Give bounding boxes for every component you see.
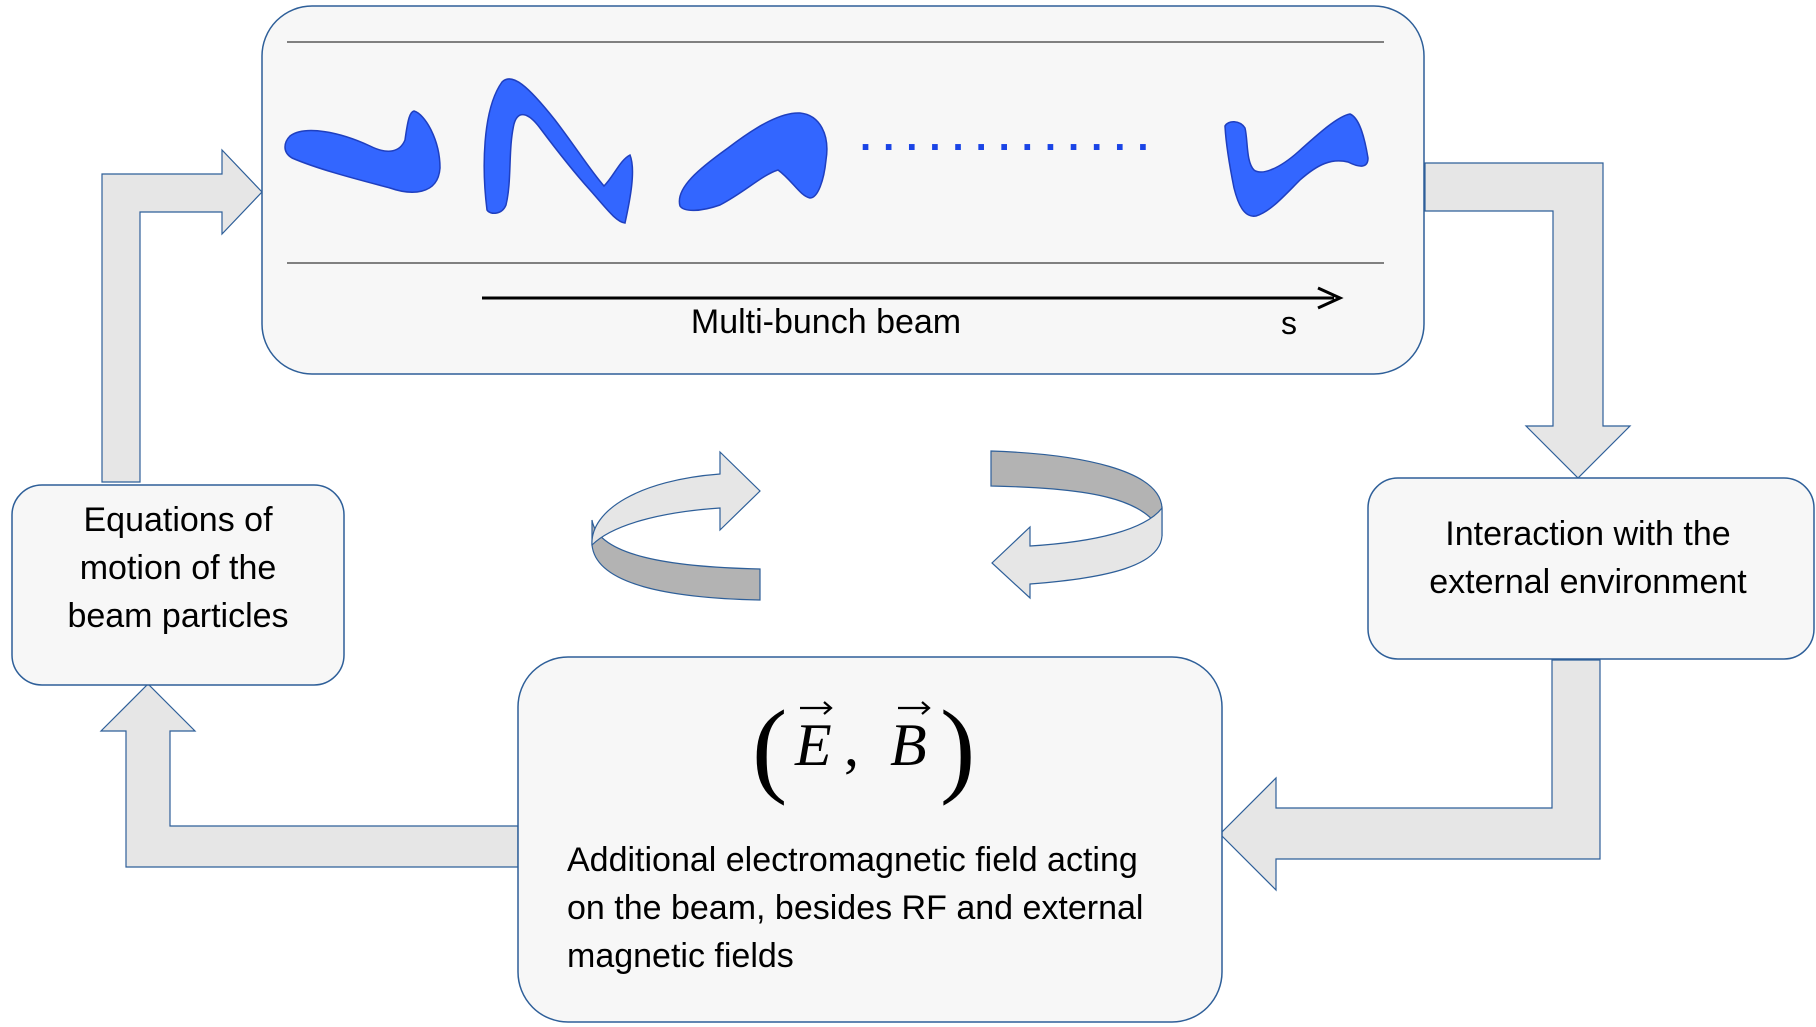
circular-arrow-left-head: [592, 452, 760, 545]
bunch-ellipsis: .............: [860, 115, 1160, 159]
formula-comma: ,: [844, 712, 859, 778]
circular-arrow-left-band: [592, 520, 760, 600]
equations-line-3: beam particles: [67, 597, 288, 635]
field-line-3: magnetic fields: [567, 937, 794, 975]
formula-right-paren: ): [940, 689, 975, 806]
formula-left-paren: (: [752, 689, 787, 806]
equations-line-1: Equations of: [83, 501, 273, 539]
equations-line-2: motion of the: [80, 549, 277, 587]
arrow-interaction-to-field: [1220, 660, 1600, 890]
formula-e: E: [794, 712, 832, 778]
beam-axis-label: s: [1281, 305, 1297, 341]
circular-arrow-right-head: [992, 508, 1162, 598]
interaction-line-1: Interaction with the: [1445, 515, 1730, 553]
arrow-beam-to-interaction: [1425, 163, 1630, 478]
interaction-line-2: external environment: [1429, 563, 1747, 601]
beam-label: Multi-bunch beam: [691, 303, 961, 341]
circular-arrow-right-band: [991, 451, 1162, 536]
field-line-1: Additional electromagnetic field acting: [567, 841, 1138, 879]
field-line-2: on the beam, besides RF and external: [567, 889, 1143, 927]
circular-arrow-left: [592, 452, 760, 600]
arrow-equations-to-beam: [102, 150, 262, 482]
arrow-field-to-equations: [101, 684, 518, 867]
circular-arrow-right: [991, 451, 1162, 598]
formula-b: B: [890, 712, 927, 778]
